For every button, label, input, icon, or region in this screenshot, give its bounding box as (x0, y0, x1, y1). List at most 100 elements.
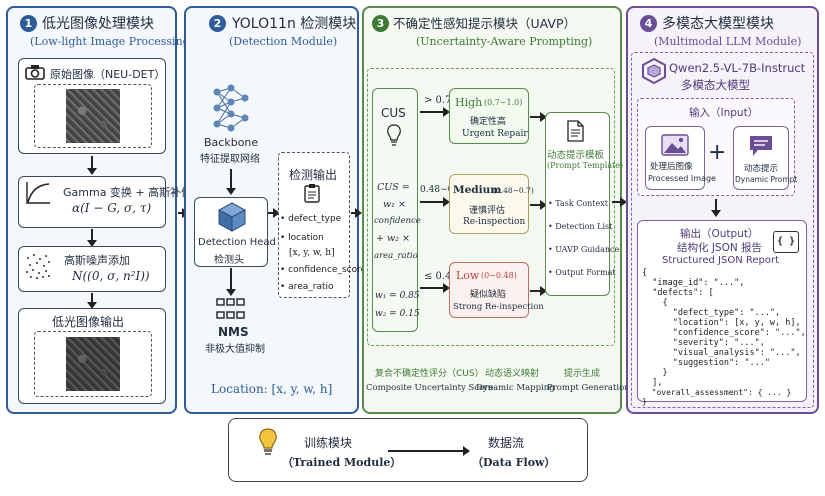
prompt-template-box (545, 112, 610, 296)
json-line: "suggestion": "..." (642, 358, 770, 368)
level-medium-cn: 谨慎评估 (469, 206, 506, 216)
original-image-label: 原始图像（NEU-DET） (50, 68, 166, 81)
clipboard-icon (304, 184, 320, 203)
footer-prompt-cn: 提示生成 (564, 369, 601, 379)
detection-output-item: • confidence_score (280, 265, 367, 275)
level-high-cn: 确定性高 (470, 117, 507, 127)
noise-label: 高斯噪声添加 (64, 254, 130, 267)
detection-head-cn: 检测头 (214, 255, 244, 266)
module-number-2: 2 (209, 15, 226, 32)
camera-icon (25, 65, 45, 80)
arrow-right (420, 197, 450, 207)
image-icon (661, 134, 689, 156)
json-line: ], (642, 378, 663, 388)
lightbulb-icon (259, 428, 277, 455)
threshold-high: > 0.7 (424, 95, 452, 106)
lowlight-image (66, 337, 120, 391)
legend-trained-cn: 训练模块 (304, 436, 353, 450)
arrow-down (87, 156, 97, 175)
level-high-range: (0.7∼1.0) (484, 98, 523, 107)
json-line: } (642, 397, 647, 406)
chat-bubble-icon (750, 136, 772, 156)
module-title-cn-1: 低光图像处理模块 (42, 16, 154, 32)
json-line: "confidence_score": "...", (642, 328, 806, 338)
json-line: "visual_analysis": "...", (642, 348, 801, 358)
template-item: • Task Context (548, 199, 609, 208)
nms-label-en: NMS (218, 325, 249, 339)
arrow-right (530, 286, 547, 296)
dynamic-prompt-en: Dynamic Prompt (735, 175, 798, 184)
cus-weight: w₂ = 0.15 (375, 309, 420, 319)
cus-formula-line: w₁ × (383, 199, 406, 210)
level-high-name: High (455, 96, 483, 109)
cus-formula-line: confidence (374, 216, 421, 226)
json-braces-icon: { } (773, 231, 799, 253)
legend-flow-en: （Data Flow） (472, 456, 556, 469)
detection-output-title: 检测输出 (289, 168, 338, 182)
module-number-1: 1 (20, 15, 37, 32)
model-name-cn: 多模态大模型 (681, 78, 750, 92)
arrow-down (226, 169, 236, 195)
level-low-desc: Strong Re-inspection (453, 302, 544, 312)
plus-sign: + (708, 140, 727, 165)
level-medium-desc: Re-inspection (463, 217, 526, 227)
json-line: } (642, 368, 668, 378)
json-line: { (642, 268, 648, 278)
json-line: "defects": [ (642, 288, 714, 298)
nms-label-cn: 非极大值抑制 (205, 344, 265, 355)
output-cn: 结构化 JSON 报告 (677, 242, 763, 254)
level-medium-range: (0.48∼0.7) (493, 186, 534, 195)
level-high-box (449, 88, 529, 144)
template-item: • Detection List (548, 222, 613, 231)
detection-output-box (278, 152, 350, 298)
threshold-medium: 0.48∼0.7 (420, 185, 462, 195)
cus-label: CUS (381, 106, 406, 120)
arrow-right (420, 107, 450, 117)
original-image-frame (34, 84, 152, 148)
location-label: Location: [x, y, w, h] (211, 382, 333, 396)
backbone-label-cn: 特征提取网络 (200, 154, 260, 165)
gamma-formula: α(I − G, σ, τ) (72, 201, 152, 215)
level-low-name: Low (456, 269, 480, 282)
model-name: Qwen2.5-VL-7B-Instruct (669, 61, 806, 75)
gamma-curve-icon (26, 182, 50, 204)
backbone-label-en: Backbone (204, 136, 259, 149)
level-low-box (449, 262, 529, 318)
input-title: 输入（Input） (689, 107, 759, 119)
level-medium-box (449, 174, 529, 234)
module-title-cn-4: 多模态大模型模块 (662, 16, 774, 32)
module-title-cn-3: 不确定性感知提示模块（UAVP） (393, 16, 576, 31)
arrow-down (87, 293, 97, 309)
detection-head-box (194, 197, 268, 267)
module-title-cn-2: YOLO11n 检测模块 (232, 16, 357, 32)
template-item: • UAVP Guidance (548, 245, 620, 254)
level-high-desc: Urgent Repair (462, 129, 528, 139)
arrow-right (530, 112, 547, 122)
detection-output-coords: [x, y, w, h] (289, 248, 335, 258)
arrow-down (226, 268, 236, 296)
steel-defect-image (66, 89, 120, 143)
detection-output-item: • defect_type (280, 214, 342, 224)
arrow-right (612, 197, 627, 207)
json-line: "defect_type": "...", (642, 308, 781, 318)
level-low-range: (0∼0.48) (481, 271, 517, 280)
json-line: "location": [x, y, w, h], (642, 318, 801, 328)
document-icon (567, 120, 584, 142)
cus-box (372, 88, 418, 332)
level-low-cn: 疑似缺陷 (470, 290, 507, 300)
json-line: "image_id": "...", (642, 278, 745, 288)
module-title-en-4: (Multimodal LLM Module) (654, 35, 802, 48)
footer-cus-en: Composite Uncertainty Score (366, 383, 494, 393)
output-image-label: 低光图像输出 (52, 315, 125, 329)
cus-formula-line: area_ratio (374, 251, 418, 261)
uavp-inner-frame (367, 68, 615, 346)
detection-output-item: • location (280, 233, 324, 243)
detection-head-en: Detection Head (198, 237, 276, 248)
qwen-logo-icon (642, 58, 666, 84)
lightbulb-icon (387, 124, 401, 146)
noise-dots-icon (26, 254, 50, 279)
gamma-label: Gamma 变换 + 高斯补偿 (63, 186, 193, 199)
module-title-en-2: (Detection Module) (229, 35, 338, 48)
network-icon (213, 84, 249, 132)
arrow-right (530, 200, 547, 210)
